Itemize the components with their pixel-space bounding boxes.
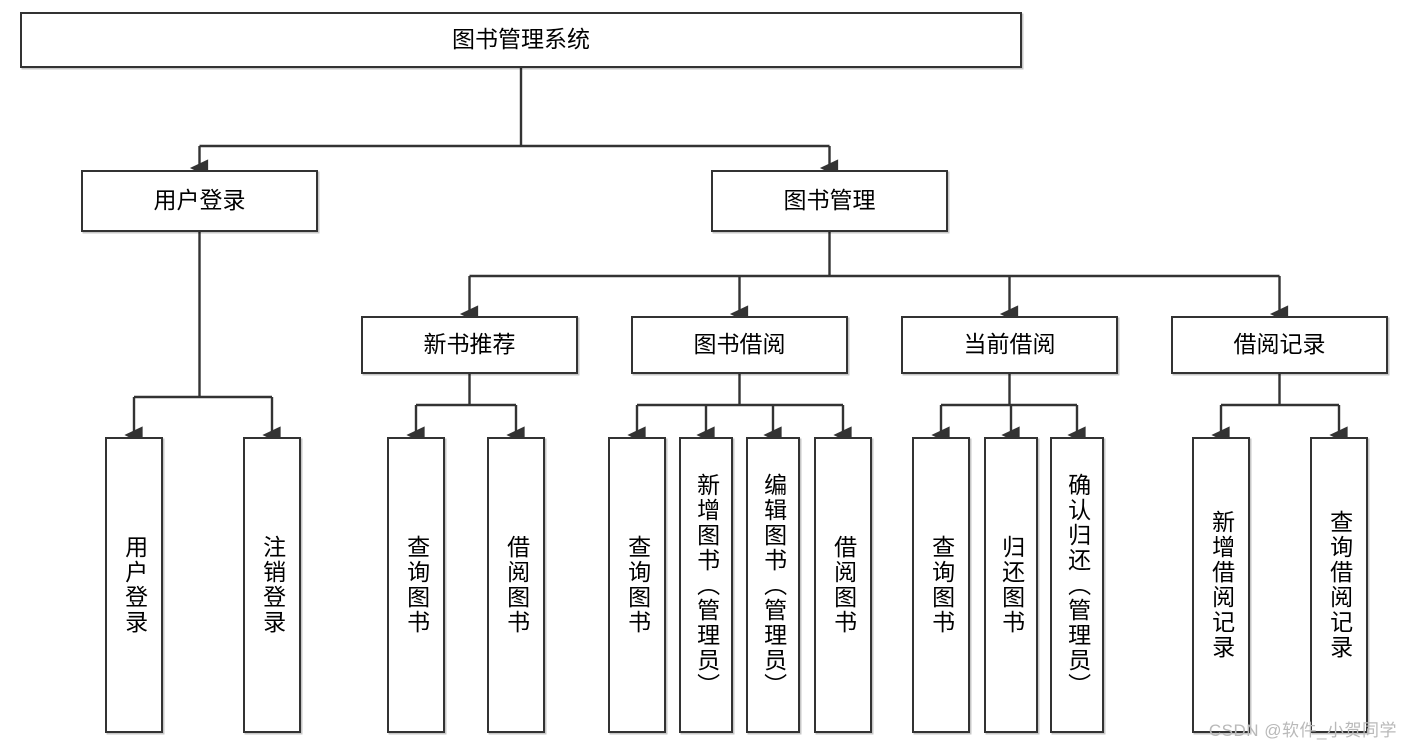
node-leaf11[interactable]: 确认归还（管理员）: [1050, 437, 1104, 733]
node-borrow[interactable]: 图书借阅: [631, 316, 848, 374]
node-label: 新增借阅记录: [1208, 510, 1235, 660]
node-label: 查询图书: [928, 535, 955, 635]
node-newbook[interactable]: 新书推荐: [361, 316, 578, 374]
watermark-text: CSDN @软件_小贺同学: [1208, 721, 1397, 740]
node-leaf13[interactable]: 查询借阅记录: [1310, 437, 1368, 733]
node-current[interactable]: 当前借阅: [901, 316, 1118, 374]
node-label: 用户登录: [153, 187, 246, 214]
node-bookmgmt[interactable]: 图书管理: [711, 170, 948, 232]
node-label: 用户登录: [121, 535, 148, 635]
node-label: 编辑图书（管理员）: [760, 472, 787, 698]
node-label: 查询图书: [403, 535, 430, 635]
node-leaf1[interactable]: 用户登录: [105, 437, 163, 733]
node-label: 图书借阅: [693, 331, 786, 358]
node-leaf4[interactable]: 借阅图书: [487, 437, 545, 733]
node-label: 借阅记录: [1233, 331, 1326, 358]
node-leaf12[interactable]: 新增借阅记录: [1192, 437, 1250, 733]
node-leaf7[interactable]: 编辑图书（管理员）: [746, 437, 800, 733]
node-root[interactable]: 图书管理系统: [20, 12, 1022, 68]
node-leaf8[interactable]: 借阅图书: [814, 437, 872, 733]
node-records[interactable]: 借阅记录: [1171, 316, 1388, 374]
node-leaf2[interactable]: 注销登录: [243, 437, 301, 733]
node-leaf10[interactable]: 归还图书: [984, 437, 1038, 733]
node-label: 图书管理: [783, 187, 876, 214]
node-label: 新书推荐: [423, 331, 516, 358]
node-label: 归还图书: [998, 535, 1025, 635]
node-label: 确认归还（管理员）: [1064, 472, 1091, 698]
node-label: 注销登录: [259, 535, 286, 635]
node-leaf5[interactable]: 查询图书: [608, 437, 666, 733]
node-label: 借阅图书: [503, 535, 530, 635]
node-leaf6[interactable]: 新增图书（管理员）: [679, 437, 733, 733]
node-label: 查询图书: [624, 535, 651, 635]
node-login[interactable]: 用户登录: [81, 170, 318, 232]
node-label: 查询借阅记录: [1326, 510, 1353, 660]
node-label: 借阅图书: [830, 535, 857, 635]
node-label: 新增图书（管理员）: [693, 472, 720, 698]
node-leaf3[interactable]: 查询图书: [387, 437, 445, 733]
node-label: 图书管理系统: [452, 26, 590, 53]
node-label: 当前借阅: [963, 331, 1056, 358]
node-leaf9[interactable]: 查询图书: [912, 437, 970, 733]
